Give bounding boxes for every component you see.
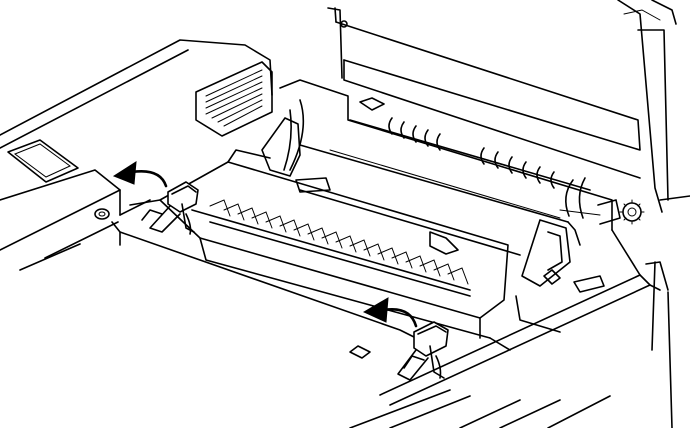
front-frame <box>19 221 673 428</box>
right-curved-arrow-icon <box>362 297 418 328</box>
paper-guide-tray <box>129 149 509 339</box>
gear-icon <box>619 199 645 225</box>
right-release-lever-icon[interactable] <box>397 321 449 381</box>
left-release-lever-icon[interactable] <box>141 181 199 235</box>
top-cover-open <box>327 0 690 213</box>
left-curved-arrow-icon <box>112 161 168 188</box>
fuser-assembly <box>261 79 645 287</box>
left-housing <box>0 39 273 259</box>
